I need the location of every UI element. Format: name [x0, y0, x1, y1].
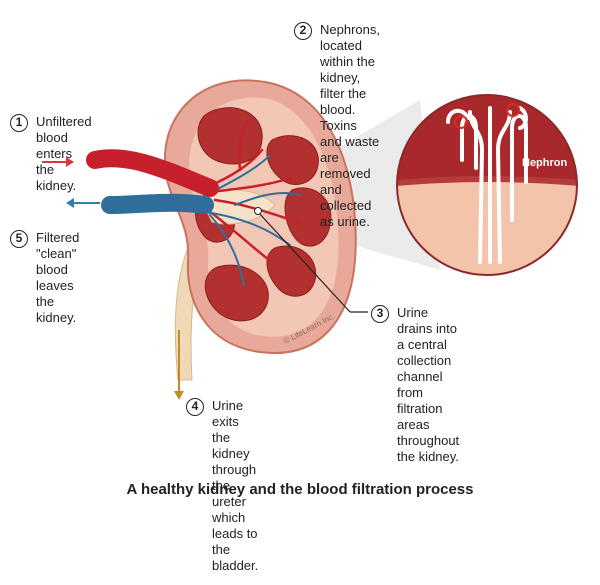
step-text: Nephrons, located within the kidney, fil…	[320, 22, 380, 229]
step-number: 1	[10, 114, 28, 132]
step-number: 2	[294, 22, 312, 40]
pelvis-marker	[254, 207, 262, 215]
nephron-label: Nephron	[522, 157, 568, 169]
renal-vein	[101, 193, 214, 214]
artery-arrow-icon	[42, 157, 74, 167]
step-number: 3	[371, 305, 389, 323]
nephron-zoom-border	[396, 94, 578, 276]
urine-arrow-icon	[174, 330, 184, 400]
step-number: 4	[186, 398, 204, 416]
step-text: Urine exits the kidney through the urete…	[212, 398, 259, 573]
renal-artery	[86, 149, 219, 197]
step-text: Unfiltered blood enters the kidney.	[36, 114, 92, 193]
step-number: 5	[10, 230, 28, 248]
renal-pyramids	[195, 107, 332, 322]
vein-arrow-icon	[66, 198, 100, 208]
figure-caption: A healthy kidney and the blood filtratio…	[126, 481, 474, 498]
leader-lines	[257, 211, 368, 313]
step-text: Urine drains into a central collection c…	[397, 305, 460, 464]
step-text: Filtered "clean" blood leaves the kidney…	[36, 230, 80, 325]
